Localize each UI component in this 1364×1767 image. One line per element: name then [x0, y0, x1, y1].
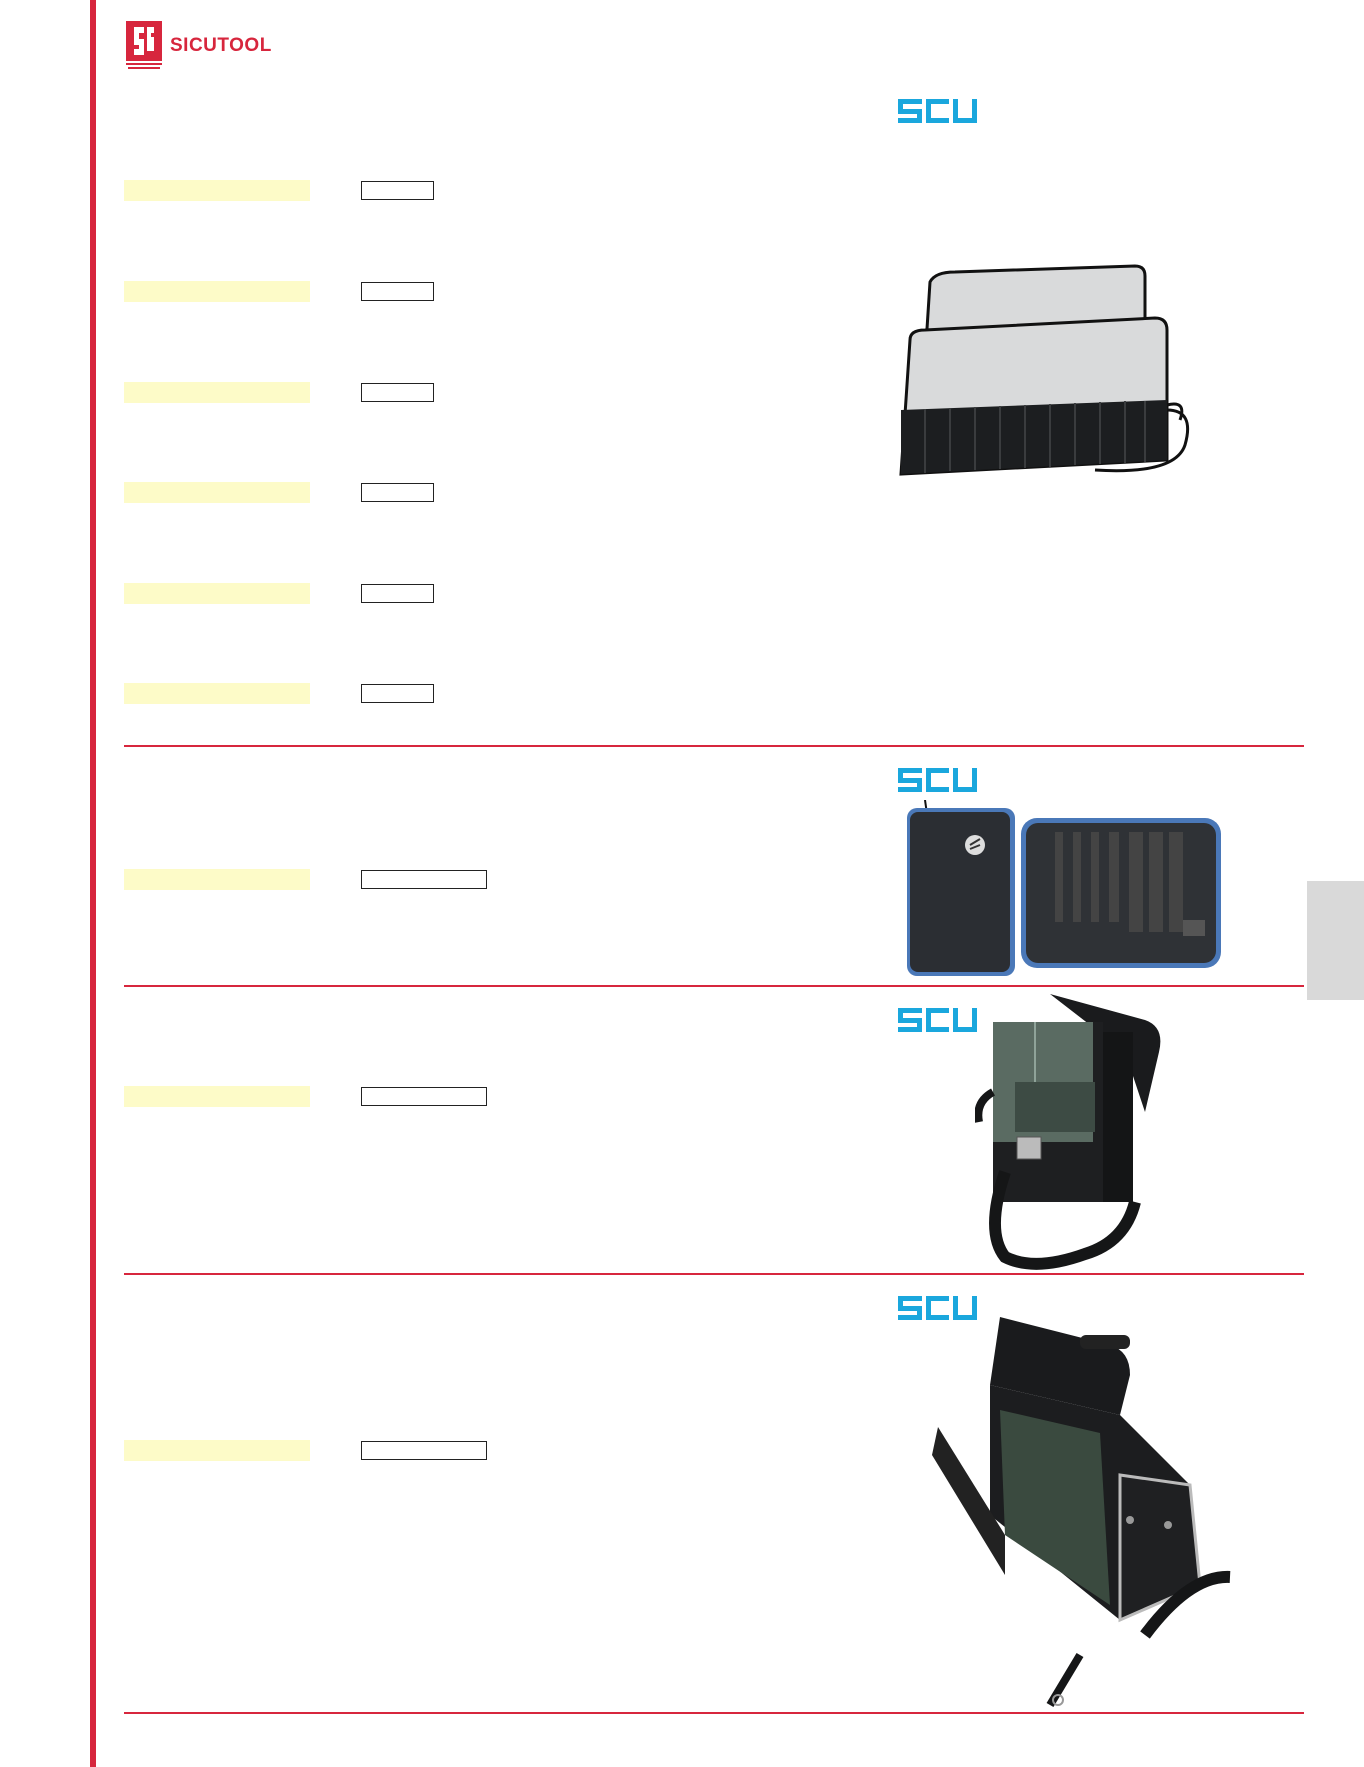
spec-highlight: [124, 583, 310, 604]
scu-logo-icon: [898, 1008, 977, 1032]
spec-highlight: [124, 382, 310, 403]
code-box: [361, 870, 487, 889]
spec-highlight: [124, 180, 310, 201]
code-box: [361, 181, 434, 200]
spec-highlight: [124, 1440, 310, 1461]
scu-logo-icon: [898, 768, 977, 792]
spec-highlight: [124, 281, 310, 302]
section-separator: [124, 985, 1304, 987]
left-margin-rule: [90, 0, 96, 1767]
spec-highlight: [124, 683, 310, 704]
code-box: [361, 584, 434, 603]
section-separator: [124, 1712, 1304, 1714]
code-box: [361, 684, 434, 703]
scu-logo-icon: [898, 1296, 977, 1320]
tool-wallet-image: [907, 800, 1221, 976]
chapter-tab[interactable]: [1307, 881, 1364, 1000]
tool-roll-image: [899, 264, 1190, 476]
tool-case-image: [932, 1317, 1231, 1708]
spec-highlight: [124, 1086, 310, 1107]
spec-highlight: [124, 869, 310, 890]
sicutool-logo: SICUTOOL: [126, 20, 272, 72]
code-box: [361, 1087, 487, 1106]
brand-name: SICUTOOL: [170, 35, 272, 56]
code-box: [361, 282, 434, 301]
code-box: [361, 483, 434, 502]
scu-logo-icon: [898, 99, 977, 123]
section-separator: [124, 745, 1304, 747]
spec-highlight: [124, 482, 310, 503]
sicutool-logo-icon: [126, 21, 162, 69]
section-separator: [124, 1273, 1304, 1275]
code-box: [361, 383, 434, 402]
shoulder-bag-image: [975, 994, 1161, 1270]
code-box: [361, 1441, 487, 1460]
